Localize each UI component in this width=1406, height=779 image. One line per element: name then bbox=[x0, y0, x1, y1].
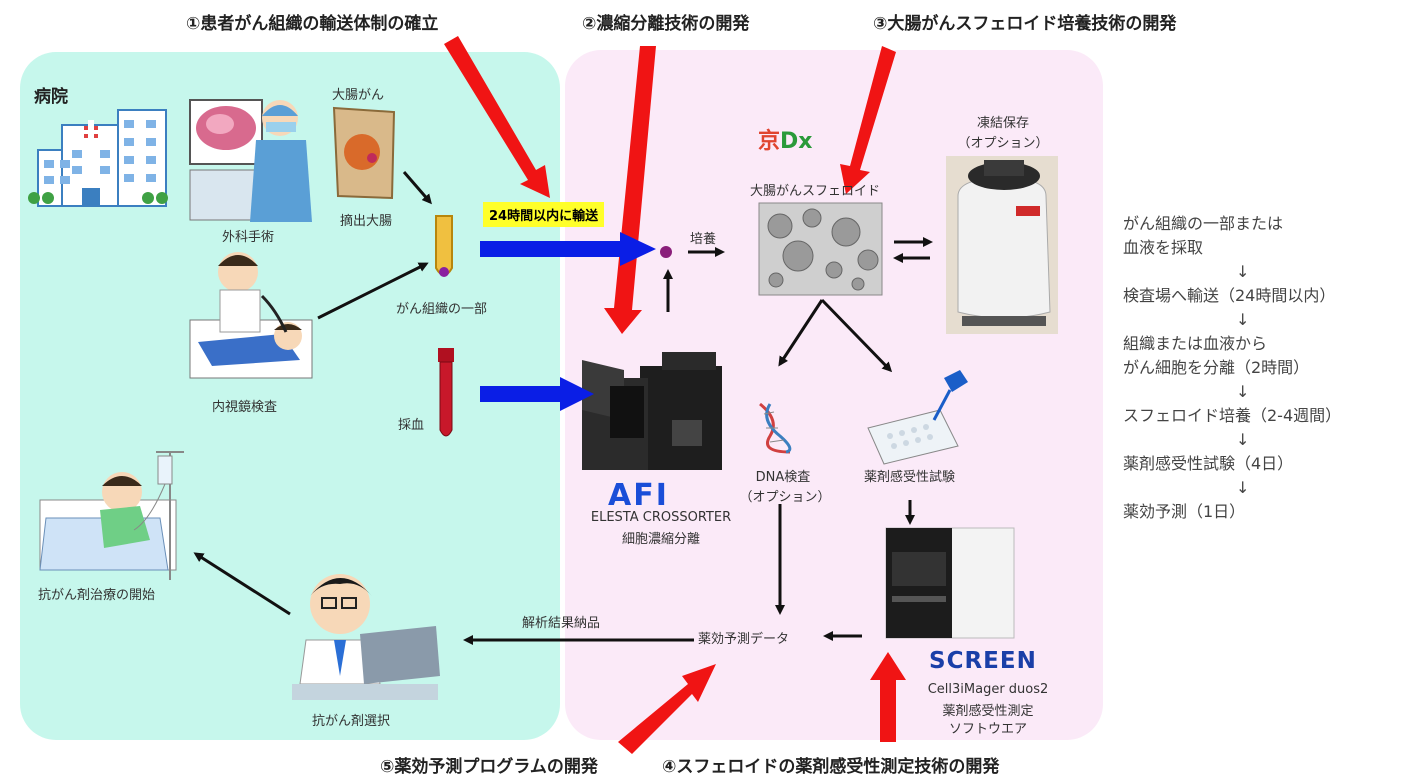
drug-selection-label: 抗がん剤選択 bbox=[312, 714, 391, 729]
step-line: がん組織の一部または bbox=[1123, 214, 1284, 233]
endoscopy-illustration bbox=[189, 252, 313, 379]
resected-colon-label: 摘出大腸 bbox=[340, 214, 393, 229]
dna-test-label: DNA検査 bbox=[755, 470, 811, 485]
spheroid-micrograph-image bbox=[758, 202, 883, 296]
process-steps-list: がん組織の一部または 血液を採取 ↓ 検査場へ輸送（24時間以内） ↓ 組織また… bbox=[1123, 212, 1403, 524]
step-line: がん細胞を分離（2時間） bbox=[1123, 358, 1310, 377]
prediction-data-label: 薬効予測データ bbox=[698, 632, 790, 647]
blue-arrows bbox=[480, 232, 656, 411]
frozen-option-label: （オプション） bbox=[957, 136, 1049, 151]
cell-concentration-label: 細胞濃縮分離 bbox=[621, 532, 700, 547]
step-arrow: ↓ bbox=[1236, 478, 1250, 497]
tissue-part-label: がん組織の一部 bbox=[396, 302, 488, 317]
kyodx-logo-k: 京 bbox=[758, 129, 781, 154]
step-arrow: ↓ bbox=[1236, 430, 1250, 449]
spheroid-label: 大腸がんスフェロイド bbox=[750, 184, 881, 199]
hospital-building-icon bbox=[28, 109, 168, 207]
drug-sensitivity-test-label: 薬剤感受性試験 bbox=[864, 470, 956, 485]
step-arrow: ↓ bbox=[1236, 262, 1250, 281]
tissue-tube-icon bbox=[435, 215, 453, 277]
cell3imager-machine-image bbox=[885, 527, 1015, 639]
surgery-label: 外科手術 bbox=[222, 230, 275, 245]
doctor-laptop-illustration bbox=[292, 574, 440, 700]
culture-label: 培養 bbox=[690, 232, 717, 247]
red-arrows bbox=[444, 36, 906, 754]
step-line: 薬効予測（1日） bbox=[1123, 502, 1246, 521]
endoscopy-label: 内視鏡検査 bbox=[212, 400, 278, 415]
heading-step1: ①患者がん組織の輸送体制の確立 bbox=[186, 14, 439, 34]
blood-draw-label: 採血 bbox=[398, 418, 425, 433]
crossorter-machine-image bbox=[582, 352, 722, 470]
cryo-storage-tank-image bbox=[946, 156, 1058, 334]
dna-icon bbox=[759, 402, 792, 454]
step-line: 組織または血液から bbox=[1123, 334, 1268, 353]
frozen-storage-label: 凍結保存 bbox=[976, 116, 1029, 131]
heading-step5: ⑤薬効予測プログラムの開発 bbox=[380, 757, 598, 777]
software-label: ソフトウエア bbox=[948, 722, 1027, 737]
afi-logo: AFI bbox=[608, 478, 669, 513]
transport-badge: 24時間以内に輸送 bbox=[483, 202, 605, 227]
dna-option-label: （オプション） bbox=[739, 490, 831, 505]
heading-step2: ②濃縮分離技術の開発 bbox=[582, 14, 750, 34]
kyodx-logo: 京Dx bbox=[758, 123, 812, 155]
kyodx-logo-d: Dx bbox=[780, 129, 813, 154]
analysis-delivery-label: 解析結果納品 bbox=[522, 616, 601, 631]
measurement-label: 薬剤感受性測定 bbox=[942, 704, 1034, 719]
colon-cancer-label: 大腸がん bbox=[332, 88, 385, 103]
heading-step4: ④スフェロイドの薬剤感受性測定技術の開発 bbox=[662, 757, 1000, 777]
cell3imager-label: Cell3iMager duos2 bbox=[927, 682, 1049, 697]
step-arrow: ↓ bbox=[1236, 310, 1250, 329]
step-line: スフェロイド培養（2-4週間） bbox=[1123, 406, 1342, 425]
heading-step3: ③大腸がんスフェロイド培養技術の開発 bbox=[873, 14, 1177, 34]
hospital-title: 病院 bbox=[34, 87, 68, 107]
treatment-start-label: 抗がん剤治療の開始 bbox=[38, 588, 156, 603]
step-line: 血液を採取 bbox=[1123, 238, 1204, 257]
step-arrow: ↓ bbox=[1236, 382, 1250, 401]
pipette-plate-icon bbox=[867, 370, 968, 465]
patient-bed-illustration bbox=[39, 451, 184, 580]
resected-colon-illustration bbox=[332, 106, 396, 200]
screen-logo: SCREEN bbox=[929, 648, 1037, 674]
step-line: 検査場へ輸送（24時間以内） bbox=[1123, 286, 1336, 305]
cell-sample-dot bbox=[660, 246, 672, 258]
step-line: 薬剤感受性試験（4日） bbox=[1123, 454, 1294, 473]
blood-tube-icon bbox=[438, 348, 454, 437]
crossorter-label: ELESTA CROSSORTER bbox=[590, 510, 732, 525]
surgery-illustration bbox=[189, 99, 312, 222]
